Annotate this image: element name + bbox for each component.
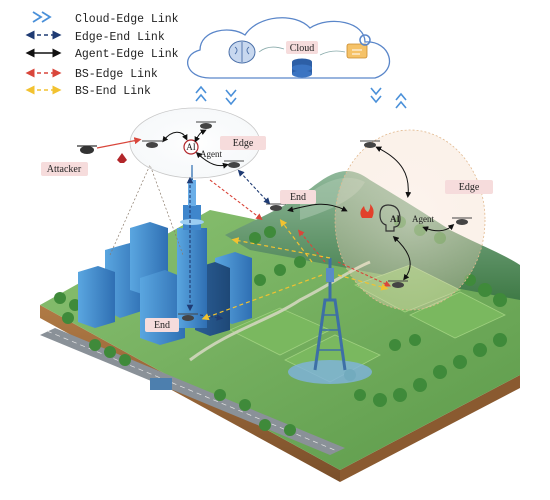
cell-tower-icon bbox=[288, 258, 372, 384]
attacker-label: Attacker bbox=[47, 164, 82, 175]
legend: Cloud-Edge Link Edge-End Link Agent-Edge… bbox=[25, 11, 179, 98]
cloud-label: Cloud bbox=[290, 43, 314, 54]
end-bottom: End bbox=[145, 313, 198, 332]
legend-cloud-edge-label: Cloud-Edge Link bbox=[75, 13, 179, 26]
database-icon bbox=[292, 58, 312, 78]
ai-right-text: AI bbox=[390, 214, 400, 224]
fire-hazard-icon bbox=[360, 204, 374, 218]
attacker: Attacker bbox=[41, 137, 142, 176]
cloud: Cloud bbox=[187, 17, 391, 79]
drone-icon bbox=[360, 140, 380, 148]
legend-edge-end: Edge-End Link bbox=[25, 30, 165, 44]
links bbox=[186, 169, 391, 321]
small-building bbox=[150, 378, 172, 390]
legend-edge-end-label: Edge-End Link bbox=[75, 31, 165, 44]
agent-right: AI Agent Edge bbox=[360, 140, 493, 288]
legend-agent-edge: Agent-Edge Link bbox=[25, 48, 179, 61]
ai-agent-icon: AI bbox=[379, 204, 401, 232]
legend-bs-end-label: BS-End Link bbox=[75, 85, 151, 98]
legend-bs-edge: BS-Edge Link bbox=[25, 68, 158, 81]
edge-left-label: Edge bbox=[233, 138, 254, 149]
fire-hazard-icon bbox=[117, 153, 127, 163]
agent-right-label: Agent bbox=[412, 214, 434, 224]
trees bbox=[54, 216, 507, 436]
agent-left: AI Agent Edge bbox=[142, 121, 266, 169]
legend-cloud-edge: Cloud-Edge Link bbox=[32, 11, 179, 26]
agent-left-label: Agent bbox=[200, 149, 222, 159]
city-tower bbox=[177, 165, 207, 328]
end-bottom-label: End bbox=[154, 320, 170, 331]
gear-icon bbox=[346, 34, 371, 59]
drone-icon bbox=[142, 140, 162, 148]
drone-icon bbox=[77, 145, 97, 154]
drone-icon bbox=[452, 217, 472, 225]
ai-agent-icon: AI bbox=[183, 139, 199, 155]
end-top-label: End bbox=[290, 192, 306, 203]
legend-agent-edge-label: Agent-Edge Link bbox=[75, 48, 179, 61]
cloud-edge-chevrons bbox=[195, 85, 407, 109]
brain-icon bbox=[228, 40, 256, 64]
legend-bs-edge-label: BS-Edge Link bbox=[75, 68, 158, 81]
drone-icon bbox=[196, 121, 216, 129]
ai-left-text: AI bbox=[186, 142, 196, 152]
legend-bs-end: BS-End Link bbox=[25, 85, 151, 98]
edge-zone-right bbox=[334, 129, 486, 311]
edge-right-label: Edge bbox=[459, 182, 480, 193]
end-top: End bbox=[266, 190, 316, 211]
drone-icon bbox=[388, 280, 408, 288]
drone-icon bbox=[178, 313, 198, 321]
